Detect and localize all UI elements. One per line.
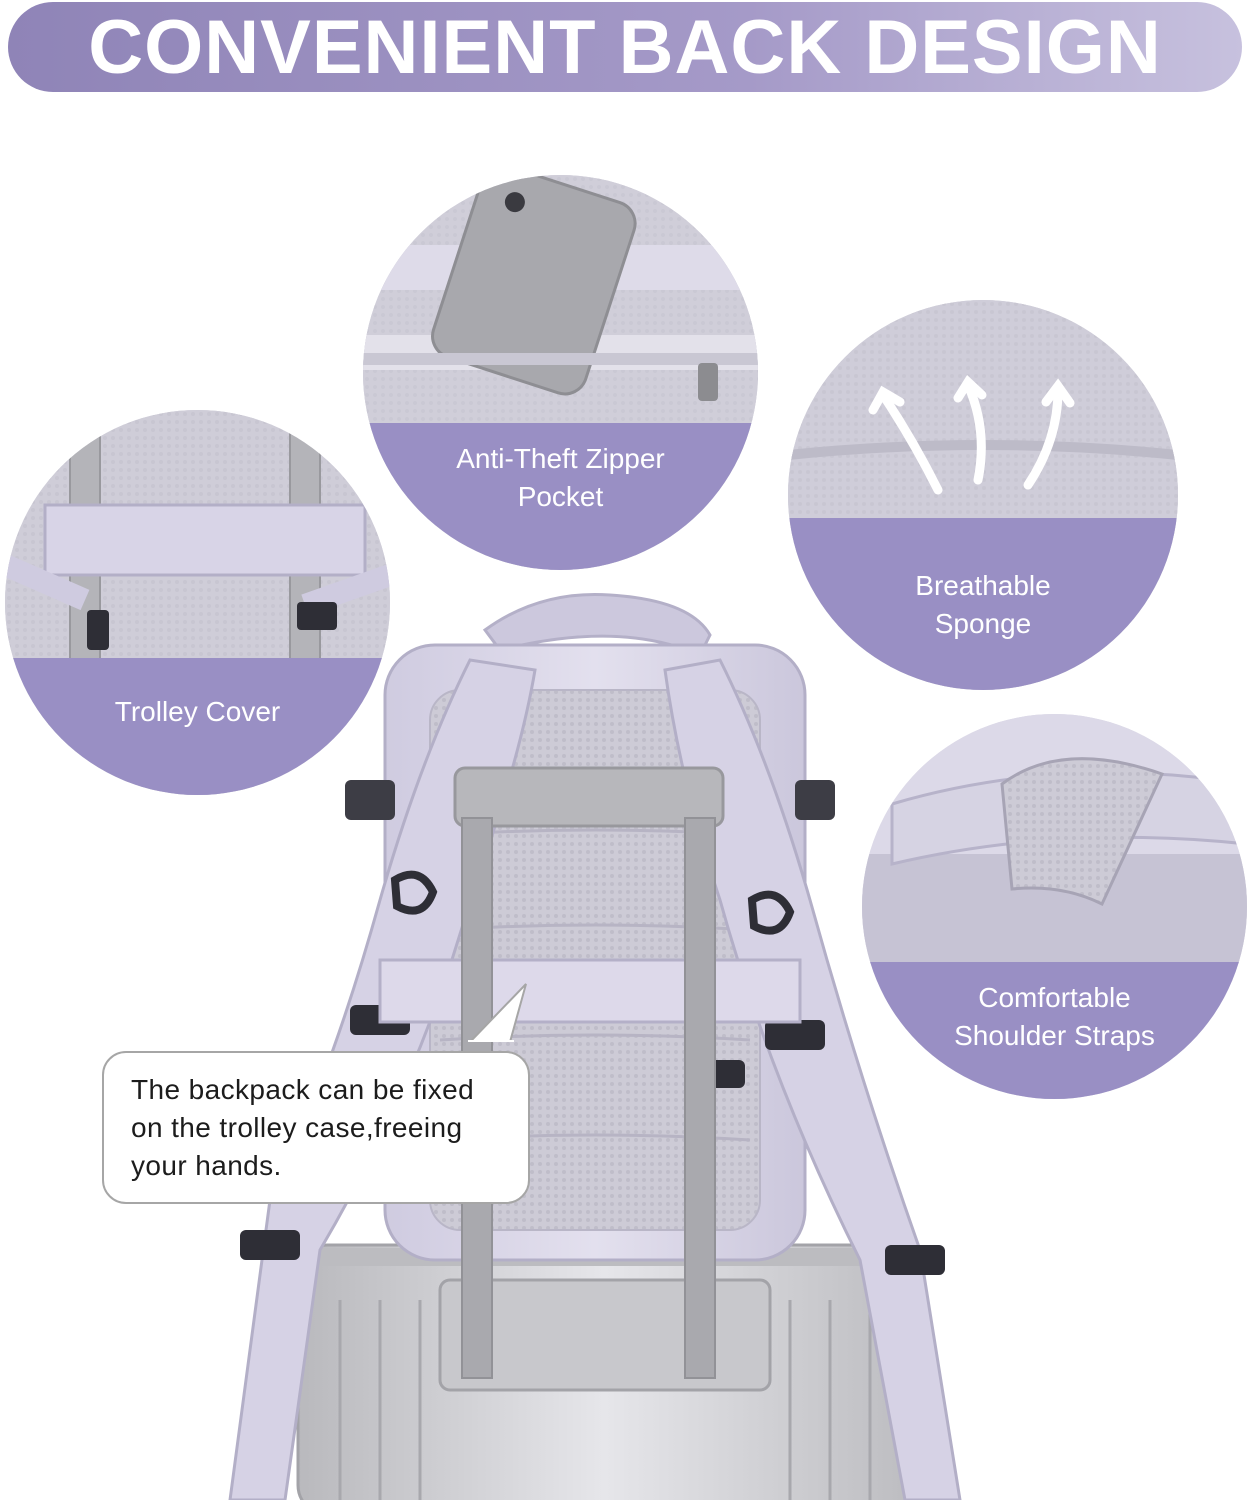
shoulder-straps-circle: Comfortable Shoulder Straps — [862, 714, 1247, 1099]
breathable-label: Breathable Sponge — [915, 570, 1051, 639]
breathable-sponge-circle: Breathable Sponge — [788, 300, 1178, 690]
anti-theft-pocket-photo — [363, 175, 758, 570]
airflow-arrows-icon — [868, 374, 1075, 495]
breathable-sponge-photo — [788, 300, 1178, 690]
speech-bubble-tail-icon — [468, 983, 527, 1042]
trolley-cover-label: Trolley Cover — [114, 696, 281, 727]
anti-theft-caption: Anti-Theft Zipper Pocket — [363, 440, 758, 516]
banner-title: CONVENIENT BACK DESIGN — [88, 5, 1162, 90]
anti-theft-pocket-circle: Anti-Theft Zipper Pocket — [363, 175, 758, 570]
shoulder-straps-photo — [862, 714, 1247, 1099]
title-banner: CONVENIENT BACK DESIGN — [8, 2, 1242, 92]
shoulder-straps-caption: Comfortable Shoulder Straps — [862, 979, 1247, 1055]
breathable-caption: Breathable Sponge — [788, 567, 1178, 643]
suitcase — [296, 1243, 912, 1500]
callout-text: The backpack can be fixed on the trolley… — [131, 1074, 475, 1181]
speech-bubble: The backpack can be fixed on the trolley… — [102, 1051, 530, 1204]
anti-theft-label: Anti-Theft Zipper Pocket — [456, 443, 665, 512]
shoulder-straps-label: Comfortable Shoulder Straps — [954, 982, 1155, 1051]
trolley-cover-caption: Trolley Cover — [5, 693, 390, 731]
trolley-cover-photo — [5, 410, 390, 795]
trolley-cover-circle: Trolley Cover — [5, 410, 390, 795]
